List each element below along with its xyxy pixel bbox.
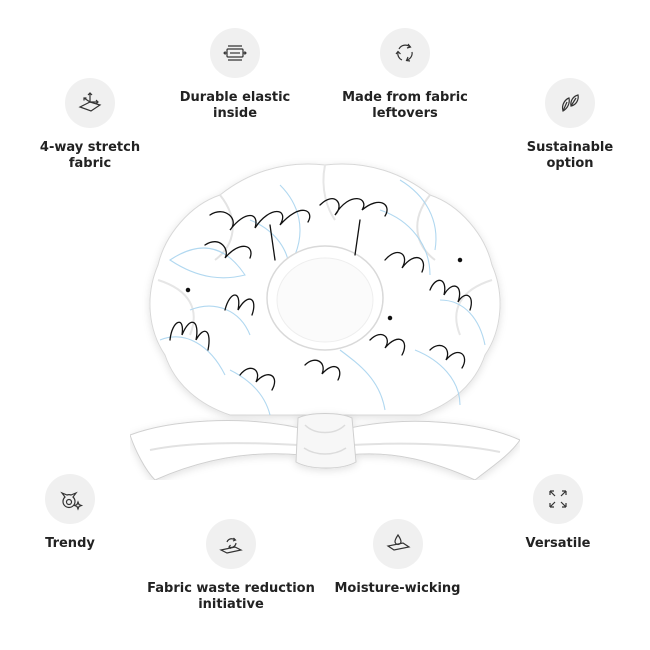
feature-label: Durable elastic inside: [179, 90, 291, 121]
feature-fabric-leftovers: Made from fabric leftovers: [330, 28, 480, 122]
expand-arrows-icon: [549, 490, 567, 508]
droplet-icon: [385, 533, 411, 551]
feature-4-way-stretch: 4-way stretch fabric: [30, 78, 150, 172]
feature-label: 4-way stretch fabric: [39, 140, 141, 171]
stretch-icon: [78, 92, 102, 112]
recycle-icon: [395, 43, 413, 62]
feature-moisture-wicking: Moisture-wicking: [330, 519, 465, 597]
feature-label: Trendy: [45, 536, 95, 551]
feature-label: Versatile: [525, 536, 591, 551]
elastic-icon: [223, 45, 247, 61]
floral-pattern: [159, 179, 486, 416]
feature-trendy: Trendy: [15, 474, 125, 552]
feature-waste-reduction: Fabric waste reduction initiative: [146, 519, 316, 613]
feature-versatile: Versatile: [503, 474, 613, 552]
scrunchie-image: [130, 163, 520, 480]
feature-label: Fabric waste reduction initiative: [147, 581, 315, 612]
feature-sustainable: Sustainable option: [510, 78, 630, 172]
leaf-icon: [561, 94, 579, 112]
handwriting-pattern: [169, 198, 472, 391]
cat-sparkle-icon: [60, 491, 84, 511]
feature-label: Made from fabric leftovers: [342, 90, 468, 121]
scrunchie-bow: [130, 413, 520, 480]
fabric-recycle-icon: [219, 537, 243, 554]
feature-label: Moisture-wicking: [334, 581, 461, 596]
feature-durable-elastic: Durable elastic inside: [175, 28, 295, 122]
feature-label: Sustainable option: [526, 140, 614, 171]
